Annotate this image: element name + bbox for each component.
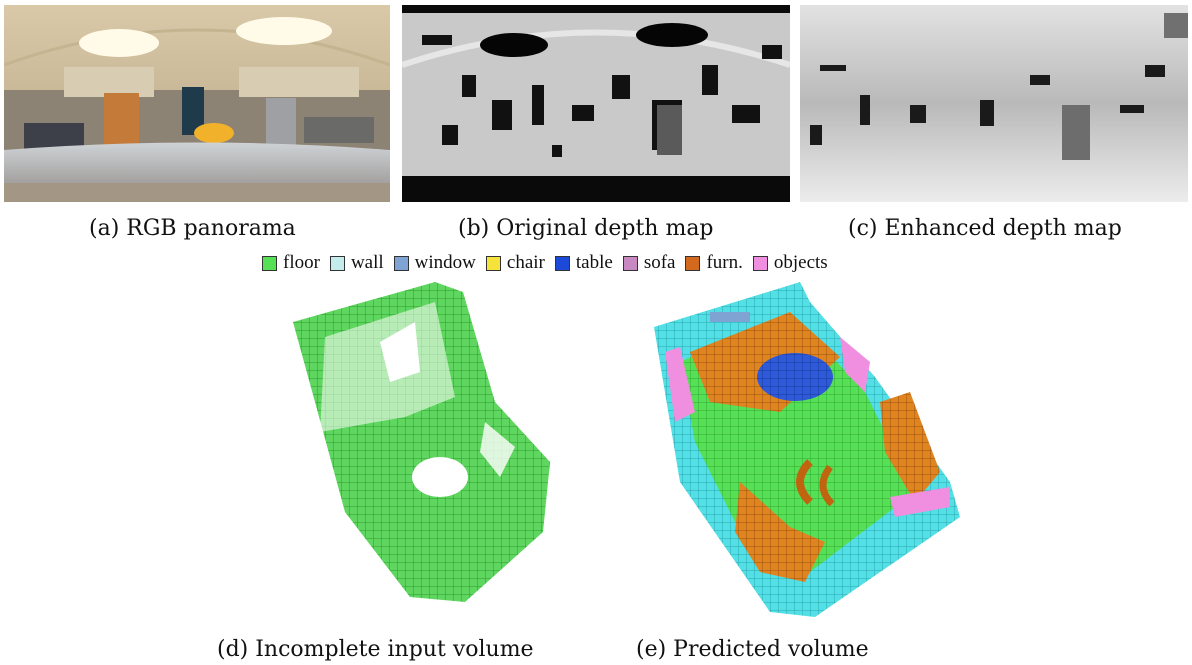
legend-label: floor — [283, 252, 320, 273]
legend-label: furn. — [706, 252, 743, 273]
legend-item-furn: furn. — [685, 252, 743, 274]
legend-label: table — [575, 252, 613, 273]
legend-label: window — [414, 252, 476, 273]
furn-swatch — [685, 255, 701, 271]
legend-item-table: table — [554, 252, 613, 274]
legend: floor wall window chair table sofa furn.… — [262, 251, 828, 275]
incomplete-volume-render — [293, 282, 550, 602]
floor-swatch — [262, 255, 277, 271]
wall-swatch — [329, 255, 345, 271]
legend-label: chair — [506, 252, 545, 273]
legend-label: sofa — [643, 252, 676, 273]
legend-item-floor: floor — [262, 252, 320, 274]
caption-incomplete-input-volume: (d) Incomplete input volume — [217, 637, 534, 662]
rgb-panorama-image — [4, 5, 390, 202]
table-swatch — [554, 255, 570, 271]
legend-label: wall — [350, 252, 384, 273]
caption-predicted-volume: (e) Predicted volume — [636, 637, 869, 662]
chair-swatch — [485, 255, 501, 271]
legend-label: objects — [773, 252, 828, 273]
legend-item-sofa: sofa — [622, 252, 676, 274]
caption-original-depth-map: (b) Original depth map — [458, 216, 714, 241]
enhanced-depth-map-image — [800, 5, 1188, 202]
caption-rgb-panorama: (a) RGB panorama — [89, 216, 296, 241]
caption-enhanced-depth-map: (c) Enhanced depth map — [848, 216, 1122, 241]
legend-item-chair: chair — [485, 252, 545, 274]
legend-item-objects: objects — [752, 252, 828, 274]
legend-item-wall: wall — [329, 252, 384, 274]
window-swatch — [393, 255, 409, 271]
legend-item-window: window — [393, 252, 476, 274]
original-depth-map-image — [402, 5, 790, 202]
objects-swatch — [752, 255, 768, 271]
predicted-volume-render — [654, 282, 960, 617]
sofa-swatch — [622, 255, 638, 271]
